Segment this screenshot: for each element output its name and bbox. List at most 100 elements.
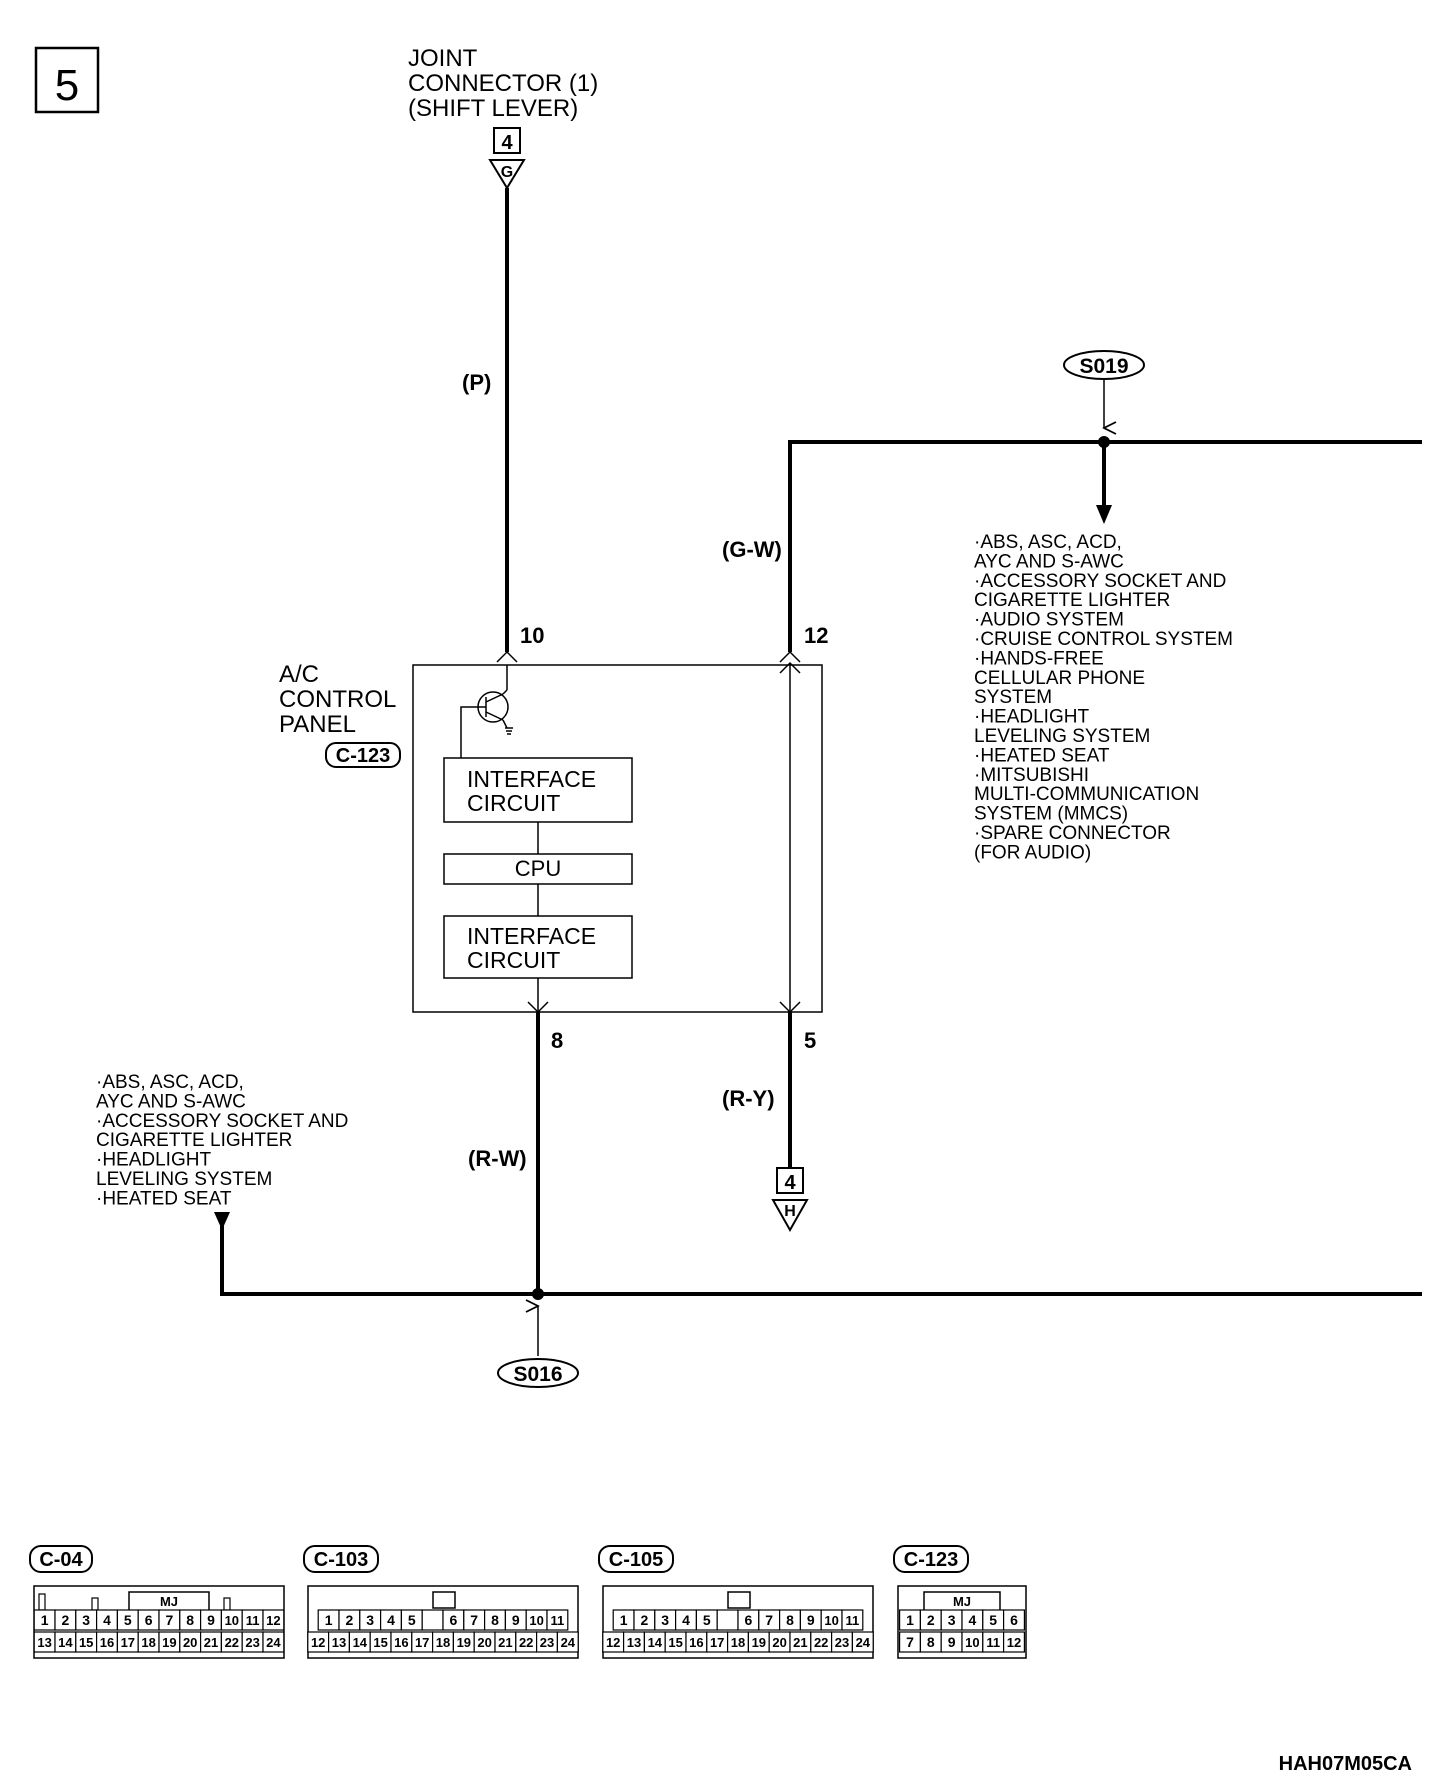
connector-pin-number: 13 (332, 1635, 346, 1650)
connector-pin-number: 14 (648, 1635, 663, 1650)
interface-circuit-1-line-1: INTERFACE (467, 766, 596, 792)
connector-pin-number: 7 (470, 1612, 478, 1628)
connector-pin-number: 6 (145, 1612, 153, 1628)
connector-pin-number: 15 (79, 1635, 93, 1650)
offpage-connector-pin: H (784, 1203, 796, 1220)
right-destination-item: MULTI-COMMUNICATION (974, 784, 1199, 805)
pin-10: 10 (496, 623, 544, 663)
connector-label: C-04 (39, 1549, 83, 1571)
connector-pin-number: 24 (561, 1635, 576, 1650)
connector-pin-number: 7 (765, 1612, 773, 1628)
connector-pin-number: 6 (745, 1612, 753, 1628)
connector-pin-number: 6 (1010, 1612, 1018, 1628)
connector-pin-number: 13 (627, 1635, 641, 1650)
interface-circuit-1: INTERFACE CIRCUIT (443, 757, 633, 823)
right-destination-list: ·ABS, ASC, ACD, AYC AND S-AWC·ACCESSORY … (974, 532, 1233, 863)
connector-pin-number: 24 (856, 1635, 871, 1650)
connector-pin-number: 5 (703, 1612, 711, 1628)
connector-pin-number: 21 (793, 1635, 807, 1650)
connector-pin-number: 22 (519, 1635, 533, 1650)
joint-connector-line-2: CONNECTOR (1) (408, 70, 598, 97)
control-panel-connector: C-123 (336, 745, 390, 767)
connector-pin-number: 1 (906, 1612, 914, 1628)
splice-s016-junction (532, 1288, 544, 1300)
splice-s019: S019 (1063, 350, 1145, 428)
connector-pin-number: 16 (100, 1635, 114, 1650)
right-destination-item: ·HEATED SEAT (974, 745, 1110, 766)
connector-pin-number: 4 (682, 1612, 690, 1628)
connector-pin-number: 2 (927, 1612, 935, 1628)
connector-pin-number: 20 (477, 1635, 491, 1650)
right-destination-item: CELLULAR PHONE (974, 668, 1145, 689)
connector-pin-number: 15 (668, 1635, 682, 1650)
connector-pin-number: 10 (824, 1613, 838, 1628)
figure-code: HAH07M05CA (1279, 1753, 1412, 1775)
right-destinations-arrow (1096, 505, 1112, 524)
left-destination-list: ·ABS, ASC, ACD, AYC AND S-AWC·ACCESSORY … (96, 1072, 348, 1209)
connector-pin-number: 15 (373, 1635, 387, 1650)
left-destinations-arrow (214, 1212, 230, 1230)
right-destination-item: ·SPARE CONNECTOR (974, 823, 1171, 844)
connector-pin-number: 24 (266, 1635, 281, 1650)
left-destination-item: ·ABS, ASC, ACD, (96, 1072, 244, 1093)
connector-pin-number: 7 (906, 1634, 914, 1650)
connector-pin-number: 18 (141, 1635, 155, 1650)
right-destination-item: SYSTEM (MMCS) (974, 804, 1128, 825)
connector-pin-number: 16 (689, 1635, 703, 1650)
wire-label-p: (P) (462, 370, 491, 395)
connector-pin-number: 16 (394, 1635, 408, 1650)
transistor-symbol (460, 665, 513, 758)
connector-pin-number: 1 (41, 1612, 49, 1628)
offpage-connector-number: 4 (784, 1172, 796, 1194)
connector-pin-number: 20 (183, 1635, 197, 1650)
connector-pin-number: 12 (266, 1613, 280, 1628)
connector-pin-number: 5 (989, 1612, 997, 1628)
connector-pin-number: 7 (166, 1612, 174, 1628)
interface-circuit-1-line-2: CIRCUIT (467, 790, 560, 816)
connector-pin-number: 12 (311, 1635, 325, 1650)
connector-pin-number: 22 (814, 1635, 828, 1650)
right-destination-item: (FOR AUDIO) (974, 842, 1091, 863)
control-panel-label: A/C CONTROL PANEL (279, 661, 396, 738)
wire-g-w (788, 440, 1422, 652)
joint-connector-pin: G (501, 164, 513, 181)
connector-pin-number: 9 (512, 1612, 520, 1628)
right-destination-item: ·ABS, ASC, ACD, (974, 532, 1122, 553)
connector-pin-number: 9 (807, 1612, 815, 1628)
joint-connector-line-3: (SHIFT LEVER) (408, 95, 578, 122)
wire-label-r-y: (R-Y) (722, 1086, 775, 1111)
connector-pin-number: 14 (353, 1635, 368, 1650)
connector-pin-number: 11 (246, 1613, 260, 1628)
connector-pin-number: 23 (835, 1635, 849, 1650)
connector-pin-number: 11 (846, 1613, 860, 1628)
left-destination-item: ·ACCESSORY SOCKET AND (96, 1111, 348, 1132)
left-destination-item: CIGARETTE LIGHTER (96, 1130, 292, 1151)
connector-pin-number: 23 (540, 1635, 554, 1650)
right-destination-item: ·HEADLIGHT (974, 707, 1089, 728)
connector-pin-number: 4 (387, 1612, 395, 1628)
connector-pin-number: 8 (186, 1612, 194, 1628)
left-destination-item: ·HEATED SEAT (96, 1188, 232, 1209)
interface-circuit-2-line-1: INTERFACE (467, 923, 596, 949)
connector-pin-number: 17 (415, 1635, 429, 1650)
right-destination-item: ·ACCESSORY SOCKET AND (974, 571, 1226, 592)
connector-pin-number: 11 (986, 1635, 1000, 1650)
connector-pin-number: 2 (346, 1612, 354, 1628)
connector-pin-number: 12 (606, 1635, 620, 1650)
connector-label: C-123 (904, 1549, 958, 1571)
right-destination-item: SYSTEM (974, 687, 1052, 708)
connector-pin-number: 2 (641, 1612, 649, 1628)
right-destination-item: CIGARETTE LIGHTER (974, 590, 1170, 611)
wire-bottom-bus (220, 1226, 1422, 1296)
wire-label-g-w: (G-W) (722, 537, 782, 562)
wire-label-r-w: (R-W) (468, 1146, 527, 1171)
control-panel-line-2: CONTROL (279, 686, 396, 713)
connector-tag: MJ (160, 1594, 178, 1609)
connector-pin-number: 14 (58, 1635, 73, 1650)
connector-pin-number: 18 (731, 1635, 745, 1650)
connector-pin-number: 11 (551, 1613, 565, 1628)
